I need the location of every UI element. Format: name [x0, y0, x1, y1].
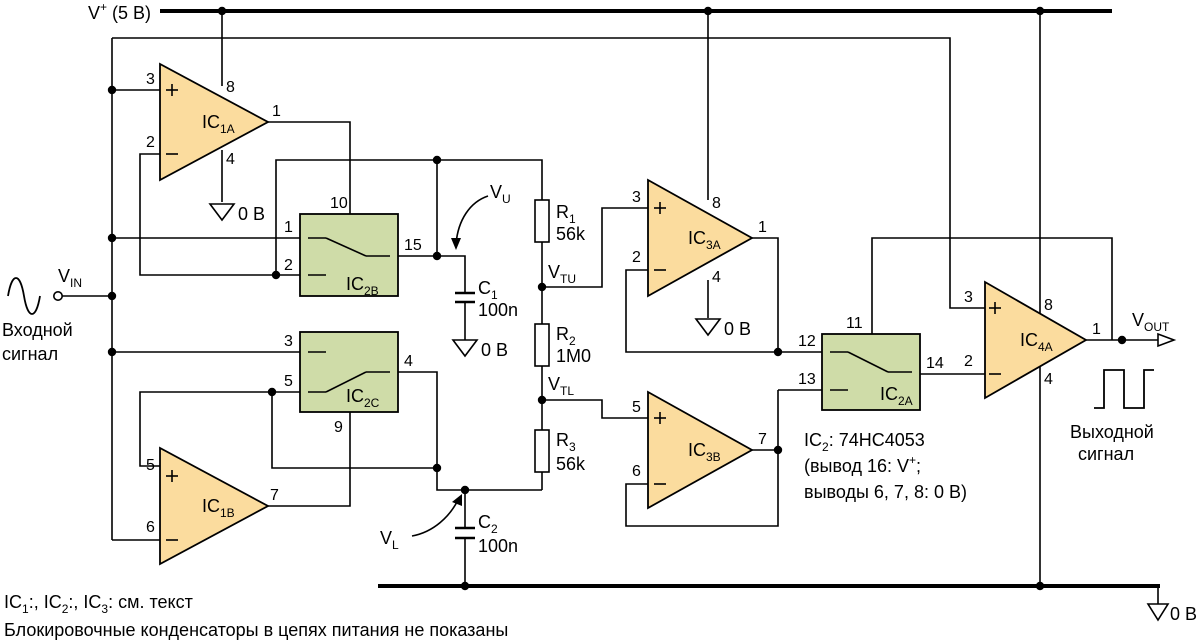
vu-arrow: [451, 195, 489, 250]
output-signal-label-1: Выходной: [1070, 422, 1154, 442]
pin-label: 1: [1092, 321, 1101, 338]
ic2-note-line-2: (вывод 16: V+;: [804, 453, 921, 476]
capacitor-c2-name: C2: [478, 512, 498, 536]
pin-label: 2: [964, 353, 973, 370]
opamp-ic3a: IC3A: [647, 178, 754, 298]
resistor-r1: [534, 199, 550, 243]
node-label-vu: VU: [490, 182, 511, 206]
input-sine-icon: [7, 277, 41, 315]
resistor-r3: [534, 429, 550, 473]
wires: [62, 11, 1158, 586]
input-signal-label-1: Входной: [2, 320, 73, 340]
ground-symbol-ic1a: [208, 203, 236, 222]
pin-label: 4: [712, 269, 721, 286]
junction-dots: [107, 6, 1127, 591]
opamp-ic3b: IC3B: [647, 390, 754, 510]
resistor-r3-value: 56k: [556, 454, 586, 474]
pin-label: 3: [146, 71, 155, 88]
opamp-ic1a: IC1A: [159, 62, 270, 182]
resistor-r1-value: 56k: [556, 224, 586, 244]
pin-label: 1: [272, 103, 281, 120]
opamp-ic3b-label: IC3B: [688, 440, 721, 464]
footnote-line-2: Блокировочные конденсаторы в цепях питан…: [4, 620, 508, 640]
resistor-r2: [534, 323, 550, 367]
pin-label: 13: [798, 371, 816, 388]
pin-label: 11: [846, 315, 863, 332]
pin-label: 7: [758, 431, 767, 448]
pin-label: 12: [798, 333, 816, 350]
opamp-ic1a-label: IC1A: [202, 112, 235, 136]
capacitor-c1: [455, 291, 475, 304]
capacitor-c1-value: 100n: [478, 300, 518, 320]
opamp-ic1b: IC1B: [159, 446, 270, 566]
capacitor-c1-name: C1: [478, 278, 498, 302]
ic2-note-line-1: IC2: 74HC4053: [804, 430, 925, 454]
ic2-note-line-3: выводы 6, 7, 8: 0 В): [804, 482, 967, 502]
input-signal-label-2: сигнал: [2, 344, 58, 364]
opamp-ic1b-label: IC1B: [202, 496, 235, 520]
ground-label-ic3a: 0 В: [724, 319, 751, 339]
output-square-wave-icon: [1094, 369, 1154, 409]
footnote-line-1: IC1:, IC2:, IC3: см. текст: [4, 592, 193, 616]
pin-label: 2: [284, 257, 293, 274]
pin-label: 8: [1044, 297, 1053, 314]
node-label-vout: VOUT: [1132, 310, 1170, 334]
pin-label: 3: [284, 333, 293, 350]
node-label-vl: VL: [380, 528, 399, 552]
pin-label: 3: [632, 189, 641, 206]
opamp-ic4a: IC4A: [984, 280, 1088, 400]
switch-ic2a-label: IC2A: [880, 384, 913, 408]
ground-symbol-ic3a: [694, 318, 722, 337]
pin-label: 5: [146, 457, 155, 474]
pin-label: 5: [632, 399, 641, 416]
resistor-r2-name: R2: [556, 324, 576, 348]
pin-label: 1: [284, 219, 293, 236]
pin-label: 5: [284, 373, 293, 390]
pin-label: 9: [334, 419, 343, 436]
pin-label: 4: [404, 353, 413, 370]
switch-ic2a: IC2A: [821, 333, 921, 411]
pin-label: 8: [712, 195, 721, 212]
pin-label: 15: [404, 237, 422, 254]
opamp-ic3a-label: IC3A: [688, 228, 721, 252]
node-label-vtl: VTL: [548, 374, 574, 398]
resistor-r3-name: R3: [556, 430, 576, 454]
ground-symbol-main: [1146, 586, 1170, 622]
input-terminal: [52, 290, 63, 301]
resistor-r2-value: 1M0: [556, 346, 591, 366]
switch-ic2b-label: IC2B: [346, 274, 379, 298]
output-signal-label-2: сигнал: [1078, 444, 1134, 464]
pin-label: 3: [964, 289, 973, 306]
vl-arrow: [411, 494, 462, 537]
pin-label: 6: [632, 463, 641, 480]
output-arrow-icon: [1157, 332, 1177, 348]
switch-ic2c: IC2C: [299, 331, 399, 413]
switch-ic2b: IC2B: [299, 213, 399, 298]
switch-ic2c-label: IC2C: [346, 386, 380, 410]
node-label-vtu: VTU: [548, 262, 576, 286]
pin-label: 8: [226, 79, 235, 96]
pin-label: 10: [330, 195, 348, 212]
pin-label: 6: [146, 519, 155, 536]
node-label-vin: VIN: [58, 266, 82, 290]
pin-label: 4: [1044, 371, 1053, 388]
ground-label-c1: 0 В: [481, 340, 508, 360]
vplus-label: V+ (5 В): [88, 0, 151, 23]
pin-label: 14: [926, 355, 944, 372]
pin-label: 1: [758, 219, 767, 236]
capacitor-c2: [455, 526, 475, 540]
ground-symbol-c1: [451, 339, 479, 358]
pin-label: 2: [632, 249, 641, 266]
resistor-r1-name: R1: [556, 202, 576, 226]
capacitor-c2-value: 100n: [478, 536, 518, 556]
ground-label-ic1a: 0 В: [238, 204, 265, 224]
ground-label-main: 0 В: [1170, 604, 1197, 624]
pin-label: 2: [146, 134, 155, 151]
pin-label: 7: [270, 487, 279, 504]
pin-label: 4: [226, 151, 235, 168]
opamp-ic4a-label: IC4A: [1020, 330, 1053, 354]
